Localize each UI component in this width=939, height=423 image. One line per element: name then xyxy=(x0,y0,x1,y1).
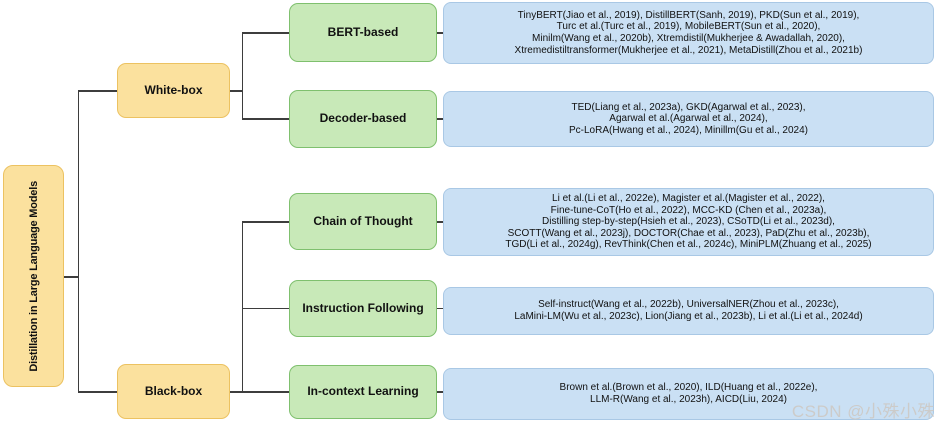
category-node-in-context-learning-label: In-context Learning xyxy=(307,384,419,399)
connector-to-in-context-learning xyxy=(242,391,289,393)
citation-box-instruction-following-text: Self-instruct(Wang et al., 2022b), Unive… xyxy=(514,299,863,322)
root-node-label: Distillation in Large Language Models xyxy=(27,180,40,372)
connector-black-box-out xyxy=(230,391,243,393)
connector-decoder-citations xyxy=(437,118,443,120)
category-node-decoder-based-label: Decoder-based xyxy=(319,111,407,126)
connector-white-children-vertical xyxy=(241,32,243,120)
connector-if-citations xyxy=(437,307,443,309)
category-node-chain-of-thought: Chain of Thought xyxy=(289,193,437,250)
connector-to-instruction-following xyxy=(242,307,289,309)
category-node-bert-based: BERT-based xyxy=(289,3,437,62)
citation-box-in-context-learning-text: Brown et al.(Brown et al., 2020), ILD(Hu… xyxy=(559,382,818,405)
connector-to-bert-based xyxy=(242,32,289,34)
category-node-instruction-following: Instruction Following xyxy=(289,280,437,337)
connector-bert-citations xyxy=(437,32,443,34)
connector-to-chain-of-thought xyxy=(242,221,289,223)
category-node-bert-based-label: BERT-based xyxy=(327,24,399,39)
connector-white-box-out xyxy=(230,90,243,92)
citation-box-decoder-based-text: TED(Liang et al., 2023a), GKD(Agarwal et… xyxy=(569,101,808,136)
root-node-distillation: Distillation in Large Language Models xyxy=(3,165,64,387)
citation-box-in-context-learning: Brown et al.(Brown et al., 2020), ILD(Hu… xyxy=(443,368,934,420)
citation-box-instruction-following: Self-instruct(Wang et al., 2022b), Unive… xyxy=(443,287,934,335)
connector-icl-citations xyxy=(437,391,443,393)
connector-to-white-box xyxy=(78,90,117,92)
citation-box-chain-of-thought: Li et al.(Li et al., 2022e), Magister et… xyxy=(443,188,934,256)
branch-node-white-box: White-box xyxy=(117,63,230,118)
category-node-decoder-based: Decoder-based xyxy=(289,90,437,148)
watermark-text: CSDN @小殊小殊 xyxy=(791,402,935,421)
category-node-chain-of-thought-label: Chain of Thought xyxy=(313,213,413,228)
citation-box-chain-of-thought-text: Li et al.(Li et al., 2022e), Magister et… xyxy=(505,193,872,251)
connector-to-decoder-based xyxy=(242,118,289,120)
connector-black-children-vertical xyxy=(241,221,243,393)
connector-trunk-vertical xyxy=(77,90,79,392)
branch-node-white-box-label: White-box xyxy=(144,82,203,97)
connector-cot-citations xyxy=(437,221,443,223)
branch-node-black-box-label: Black-box xyxy=(144,383,203,398)
citation-box-bert-based: TinyBERT(Jiao et al., 2019), DistillBERT… xyxy=(443,2,934,64)
connector-root-trunk xyxy=(61,276,78,278)
citation-box-bert-based-text: TinyBERT(Jiao et al., 2019), DistillBERT… xyxy=(514,9,863,56)
citation-box-decoder-based: TED(Liang et al., 2023a), GKD(Agarwal et… xyxy=(443,91,934,147)
branch-node-black-box: Black-box xyxy=(117,364,230,419)
category-node-in-context-learning: In-context Learning xyxy=(289,365,437,419)
connector-to-black-box xyxy=(78,391,117,393)
category-node-instruction-following-label: Instruction Following xyxy=(302,300,424,315)
